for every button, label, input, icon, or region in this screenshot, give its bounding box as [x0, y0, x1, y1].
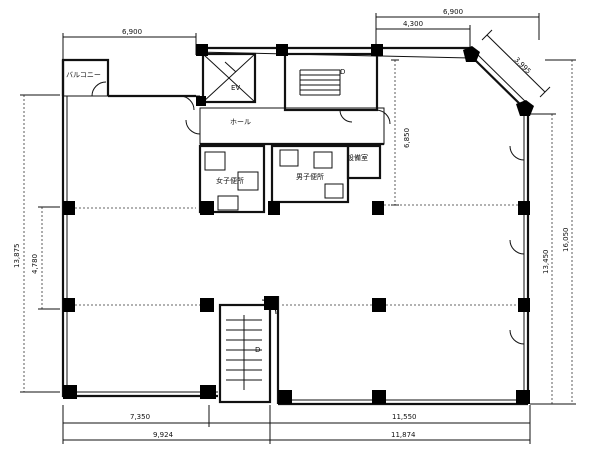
- label-mens-restroom: 男子便所: [296, 172, 324, 181]
- dim-left-inner: 4,780: [31, 254, 39, 274]
- dim-core-depth: 6,850: [403, 128, 411, 148]
- dimension-lines: [20, 13, 576, 444]
- dim-bottom-right-inner: 11,550: [392, 413, 417, 421]
- dim-bottom-left: 9,924: [153, 431, 174, 439]
- dim-left-total: 13,875: [13, 244, 21, 269]
- room-labels: バルコニー EV ホール 女子便所 男子便所 設備室 D D: [66, 68, 368, 354]
- label-equipment-room: 設備室: [347, 153, 368, 162]
- label-stair-bottom: D: [255, 346, 260, 354]
- label-balcony: バルコニー: [66, 71, 101, 79]
- dim-top-left: 6,900: [122, 28, 142, 36]
- dim-bottom-left-inner: 7,350: [130, 413, 150, 421]
- core: [198, 52, 385, 404]
- dim-top-right: 6,900: [443, 8, 463, 16]
- label-stair-top: D: [340, 68, 345, 76]
- dim-right-total: 16,050: [562, 228, 570, 253]
- dim-right-inner: 13,450: [542, 250, 550, 275]
- label-elevator: EV: [231, 84, 240, 92]
- dim-diagonal: 3,995: [513, 56, 533, 76]
- building-walls: [61, 46, 533, 406]
- columns: [63, 44, 534, 404]
- label-womens-restroom: 女子便所: [216, 176, 244, 185]
- dim-top-right-inner: 4,300: [403, 20, 423, 28]
- door-swings: [91, 81, 525, 345]
- label-hall: ホール: [230, 118, 251, 126]
- dim-bottom-right: 11,874: [391, 431, 416, 439]
